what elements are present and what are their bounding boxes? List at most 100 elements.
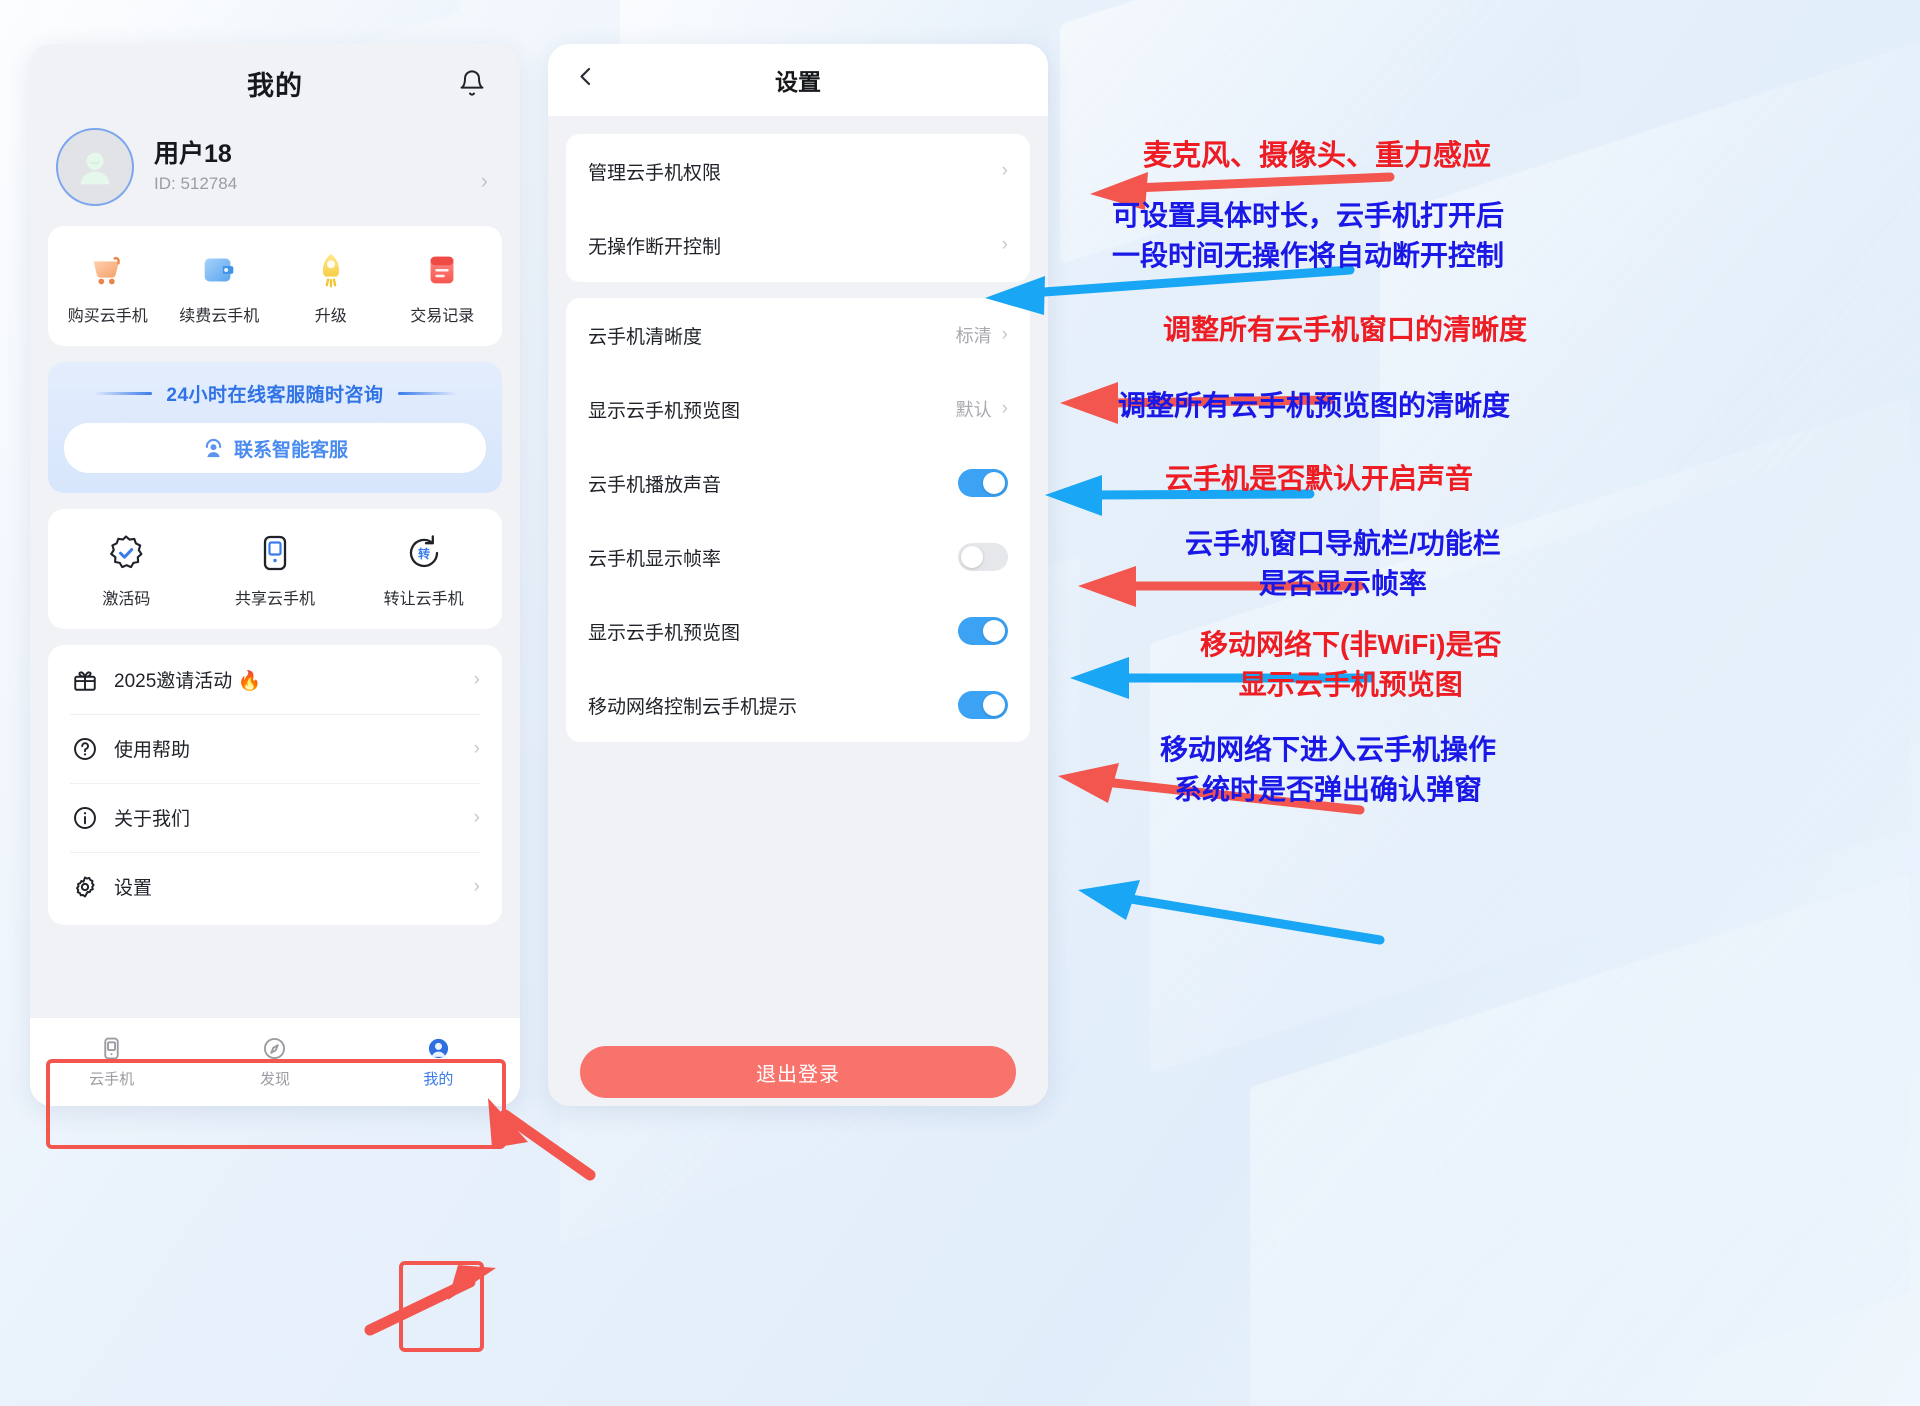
gear-icon (70, 872, 100, 902)
quick-actions-card: 购买云手机 续费云手机 (48, 226, 502, 346)
annotation-text-1: 麦克风、摄像头、重力感应 (1143, 140, 1492, 172)
setting-clarity[interactable]: 云手机清晰度 标清 › (566, 298, 1030, 372)
tab-label: 云手机 (89, 1070, 135, 1088)
svg-text:转: 转 (418, 546, 430, 561)
chevron-left-icon[interactable] (574, 65, 598, 96)
tools-card: 激活码 共享云手机 转 (48, 509, 502, 629)
setting-label: 云手机播放声音 (588, 474, 722, 496)
setting-idle-disconnect[interactable]: 无操作断开控制 › (566, 208, 1030, 282)
toggle-framerate[interactable] (958, 543, 1008, 571)
setting-show-preview[interactable]: 显示云手机预览图 (566, 594, 1030, 668)
customer-service-card: 24小时在线客服随时咨询 联系智能客服 (48, 362, 502, 493)
menu-item-about[interactable]: 关于我们 › (48, 783, 502, 852)
menu-item-label: 2025邀请活动 🔥 (114, 671, 262, 692)
setting-preview-quality[interactable]: 显示云手机预览图 默认 › (566, 372, 1030, 446)
logout-button[interactable]: 退出登录 (580, 1046, 1016, 1098)
logout-label: 退出登录 (756, 1063, 840, 1086)
annotation-text-5: 云手机是否默认开启声音 (1165, 463, 1474, 494)
settings-screen: 设置 管理云手机权限 › 无操作断开控制 › 云手机清晰度 标清 › 显示云手机… (548, 44, 1048, 1106)
tool-label: 转让云手机 (383, 591, 464, 608)
tab-discover[interactable]: 发现 (193, 1018, 356, 1106)
gift-icon (70, 665, 100, 695)
quick-action-transactions[interactable]: 交易记录 (387, 248, 499, 326)
question-circle-icon (70, 734, 100, 764)
annotation-text-3: 调整所有云手机窗口的清晰度 (1163, 314, 1528, 345)
toggle-show-preview[interactable] (958, 617, 1008, 645)
phone-share-icon (253, 531, 297, 575)
setting-mobile-network-tip[interactable]: 移动网络控制云手机提示 (566, 668, 1030, 742)
tool-activation-code[interactable]: 激活码 (52, 531, 201, 609)
setting-label: 无操作断开控制 (588, 236, 722, 258)
user-id: ID: 512784 (154, 174, 238, 194)
menu-item-help[interactable]: 使用帮助 › (48, 714, 502, 783)
bell-icon[interactable] (458, 68, 486, 98)
info-circle-icon (70, 803, 100, 833)
annotation-text-8: 移动网络下进入云手机操作 系统时是否弹出确认弹窗 (1160, 734, 1497, 805)
quick-action-buy[interactable]: 购买云手机 (52, 248, 164, 326)
avatar (56, 128, 134, 206)
chevron-right-icon: › (473, 737, 480, 759)
profile-screen: 我的 用户18 ID: 512784 › (30, 44, 520, 1106)
tool-share-phone[interactable]: 共享云手机 (201, 531, 350, 609)
highlight-settings-row (46, 1059, 506, 1149)
settings-title: 设置 (775, 69, 821, 95)
quick-action-renew[interactable]: 续费云手机 (164, 248, 276, 326)
tool-label: 共享云手机 (235, 591, 316, 608)
setting-label: 云手机显示帧率 (588, 548, 722, 570)
setting-label: 云手机清晰度 (588, 326, 703, 348)
divider-right (397, 392, 456, 395)
badge-check-icon (104, 531, 148, 575)
quick-action-label: 升级 (314, 308, 347, 325)
divider-left (94, 392, 153, 395)
tab-cloud-phone[interactable]: 云手机 (30, 1018, 193, 1106)
annotation-text-6: 云手机窗口导航栏/功能栏 是否显示帧率 (1185, 528, 1501, 599)
chevron-right-icon: › (1001, 160, 1008, 181)
setting-value: 默认 (955, 400, 992, 420)
cloud-phone-icon (99, 1036, 124, 1061)
tab-profile[interactable]: 我的 (357, 1018, 520, 1106)
setting-sound[interactable]: 云手机播放声音 (566, 446, 1030, 520)
settings-header: 设置 (548, 44, 1048, 116)
rocket-icon (309, 248, 353, 292)
page-title: 我的 (247, 70, 303, 101)
setting-framerate[interactable]: 云手机显示帧率 (566, 520, 1030, 594)
setting-label: 显示云手机预览图 (588, 622, 741, 644)
chevron-right-icon: › (473, 668, 480, 690)
menu-card: 2025邀请活动 🔥 › 使用帮助 › 关于我们 (48, 645, 502, 925)
chevron-right-icon: › (1001, 324, 1008, 345)
toggle-sound[interactable] (958, 469, 1008, 497)
user-name: 用户18 (154, 139, 232, 168)
contact-support-button[interactable]: 联系智能客服 (64, 423, 486, 473)
toggle-mobile-network-tip[interactable] (958, 691, 1008, 719)
profile-header: 我的 (30, 44, 520, 122)
chevron-right-icon: › (473, 806, 480, 828)
profile-summary[interactable]: 用户18 ID: 512784 › (30, 122, 520, 226)
tool-transfer-phone[interactable]: 转 转让云手机 (349, 531, 498, 609)
setting-label: 显示云手机预览图 (588, 400, 741, 422)
wallet-icon (197, 248, 241, 292)
setting-manage-permissions[interactable]: 管理云手机权限 › (566, 134, 1030, 208)
highlight-profile-tab (399, 1261, 484, 1352)
chevron-right-icon: › (473, 875, 480, 897)
shopping-cart-icon (86, 248, 130, 292)
chevron-right-icon: › (1001, 398, 1008, 419)
menu-item-label: 使用帮助 (114, 740, 191, 761)
setting-label: 移动网络控制云手机提示 (588, 696, 798, 718)
settings-group-permissions: 管理云手机权限 › 无操作断开控制 › (566, 134, 1030, 282)
menu-item-label: 设置 (114, 878, 153, 899)
quick-action-upgrade[interactable]: 升级 (275, 248, 387, 326)
annotation-text-2: 可设置具体时长，云手机打开后 一段时间无操作将自动断开控制 (1112, 200, 1505, 271)
tab-label: 发现 (259, 1070, 290, 1088)
menu-item-invite[interactable]: 2025邀请活动 🔥 › (48, 645, 502, 714)
profile-icon (426, 1036, 451, 1061)
chevron-right-icon[interactable]: › (480, 168, 488, 193)
quick-action-label: 交易记录 (410, 308, 475, 325)
contact-support-label: 联系智能客服 (233, 439, 348, 461)
annotation-text-4: 调整所有云手机预览图的清晰度 (1118, 390, 1511, 421)
headset-agent-icon (202, 437, 225, 460)
setting-value: 标清 (955, 326, 992, 346)
annotation-text-7: 移动网络下(非WiFi)是否 显示云手机预览图 (1200, 629, 1502, 700)
transfer-icon: 转 (402, 531, 446, 575)
menu-item-settings[interactable]: 设置 › (48, 852, 502, 921)
settings-group-display: 云手机清晰度 标清 › 显示云手机预览图 默认 › 云手机播放声音 云手机显示帧… (566, 298, 1030, 742)
